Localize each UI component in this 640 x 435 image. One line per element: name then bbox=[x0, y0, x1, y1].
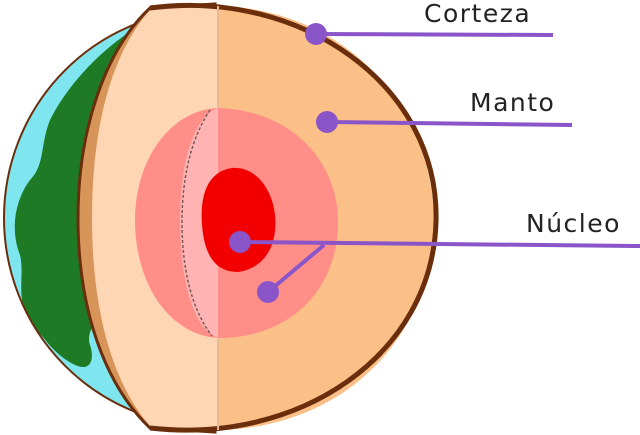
pointer-dot-icon bbox=[257, 281, 279, 303]
pointer-dot-icon bbox=[316, 111, 338, 133]
outer-core-edge bbox=[181, 109, 213, 337]
core-branch-line bbox=[266, 243, 326, 294]
pointer-lines bbox=[229, 23, 640, 303]
outer-core-inner-band bbox=[180, 108, 218, 338]
crust-label: Corteza bbox=[424, 0, 531, 28]
cross-section bbox=[92, 2, 439, 433]
inner-core bbox=[201, 167, 276, 272]
mantle-pointer-line bbox=[326, 120, 573, 127]
core-pointer-line bbox=[239, 240, 640, 248]
pointer-dot-icon bbox=[229, 231, 251, 253]
crust-pointer-line bbox=[315, 32, 554, 37]
core-label: Núcleo bbox=[526, 209, 621, 238]
crust-outline bbox=[149, 2, 439, 433]
pointer-dot-icon bbox=[305, 23, 327, 45]
outer-core-right bbox=[218, 108, 338, 338]
mantle-label: Manto bbox=[470, 88, 555, 117]
